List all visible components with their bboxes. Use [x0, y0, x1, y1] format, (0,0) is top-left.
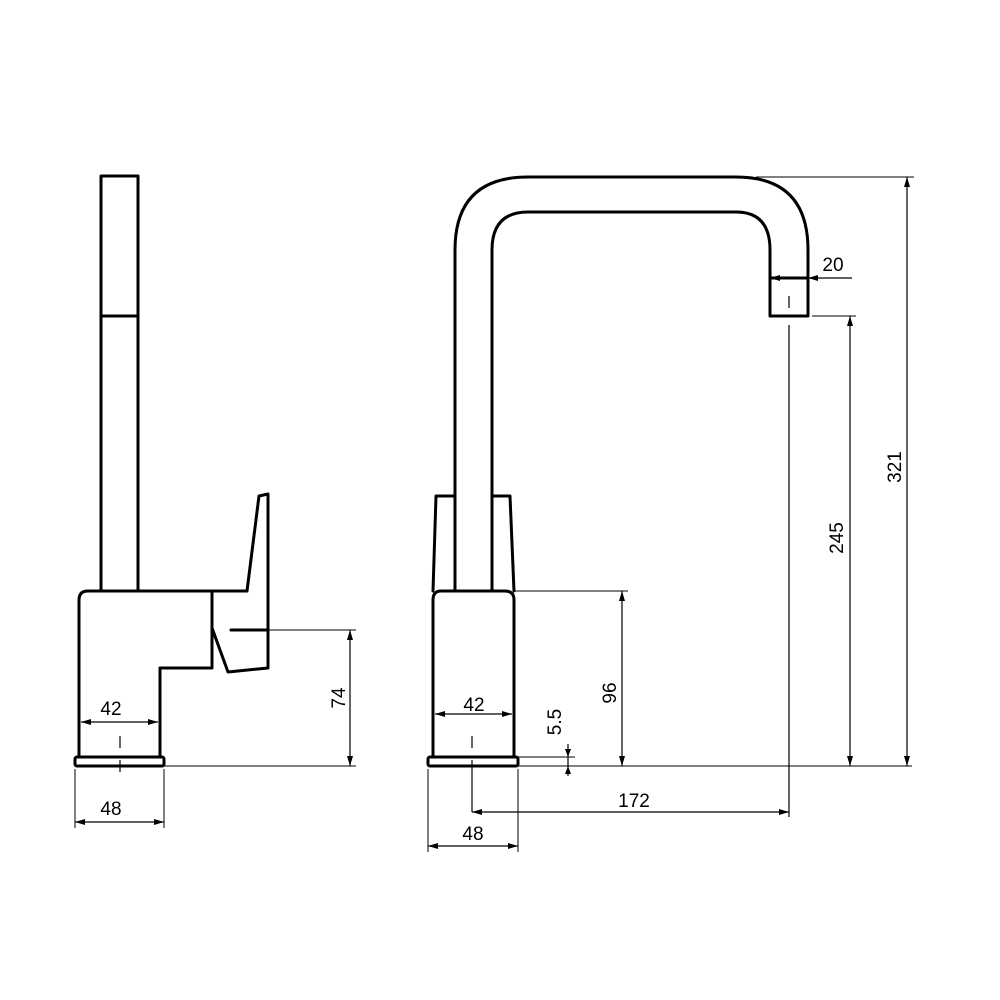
dim-label-front-outlet-height: 245 [827, 522, 848, 554]
arrowhead [904, 756, 910, 766]
front-base [426, 755, 520, 768]
arrowhead [779, 809, 789, 815]
arrowhead [770, 275, 780, 281]
arrowhead [808, 275, 818, 281]
arrowhead [904, 177, 910, 187]
arrowhead [148, 719, 158, 725]
arrowhead [619, 591, 625, 601]
arrowhead [502, 711, 512, 717]
dim-label-front-body-height: 96 [600, 682, 621, 703]
dim-label-side-body-width: 42 [100, 699, 121, 720]
dim-label-front-outlet-diameter: 20 [822, 255, 843, 276]
side-lever [210, 492, 270, 674]
front-body [431, 589, 516, 759]
front-view: 42 48 5.5 96 172 20 [426, 175, 914, 852]
dim-label-front-spout-reach: 172 [618, 791, 650, 812]
arrowhead [847, 316, 853, 326]
arrowhead [428, 843, 438, 849]
side-body [77, 589, 214, 759]
arrowhead [435, 711, 445, 717]
arrowhead [508, 843, 518, 849]
arrowhead [154, 819, 164, 825]
dim-label-front-base-height: 5.5 [545, 709, 566, 735]
front-lever [490, 494, 516, 593]
front-spout [453, 175, 810, 593]
arrowhead [619, 756, 625, 766]
arrowhead [347, 756, 353, 766]
arrowhead [565, 766, 571, 774]
arrowhead [472, 809, 482, 815]
arrowhead [347, 630, 353, 640]
arrowhead [81, 719, 91, 725]
arrowhead [565, 749, 571, 757]
dim-label-front-base-width: 48 [462, 824, 483, 845]
arrowhead [75, 819, 85, 825]
dim-label-side-base-width: 48 [100, 799, 121, 820]
dim-label-side-lever-height: 74 [329, 687, 350, 709]
arrowhead [847, 756, 853, 766]
dim-label-front-body-width: 42 [463, 695, 484, 716]
dim-label-front-total-height: 321 [885, 451, 906, 483]
side-spout-pipe [99, 174, 140, 593]
front-lever [431, 494, 457, 593]
side-view: 42 48 74 [73, 174, 356, 828]
